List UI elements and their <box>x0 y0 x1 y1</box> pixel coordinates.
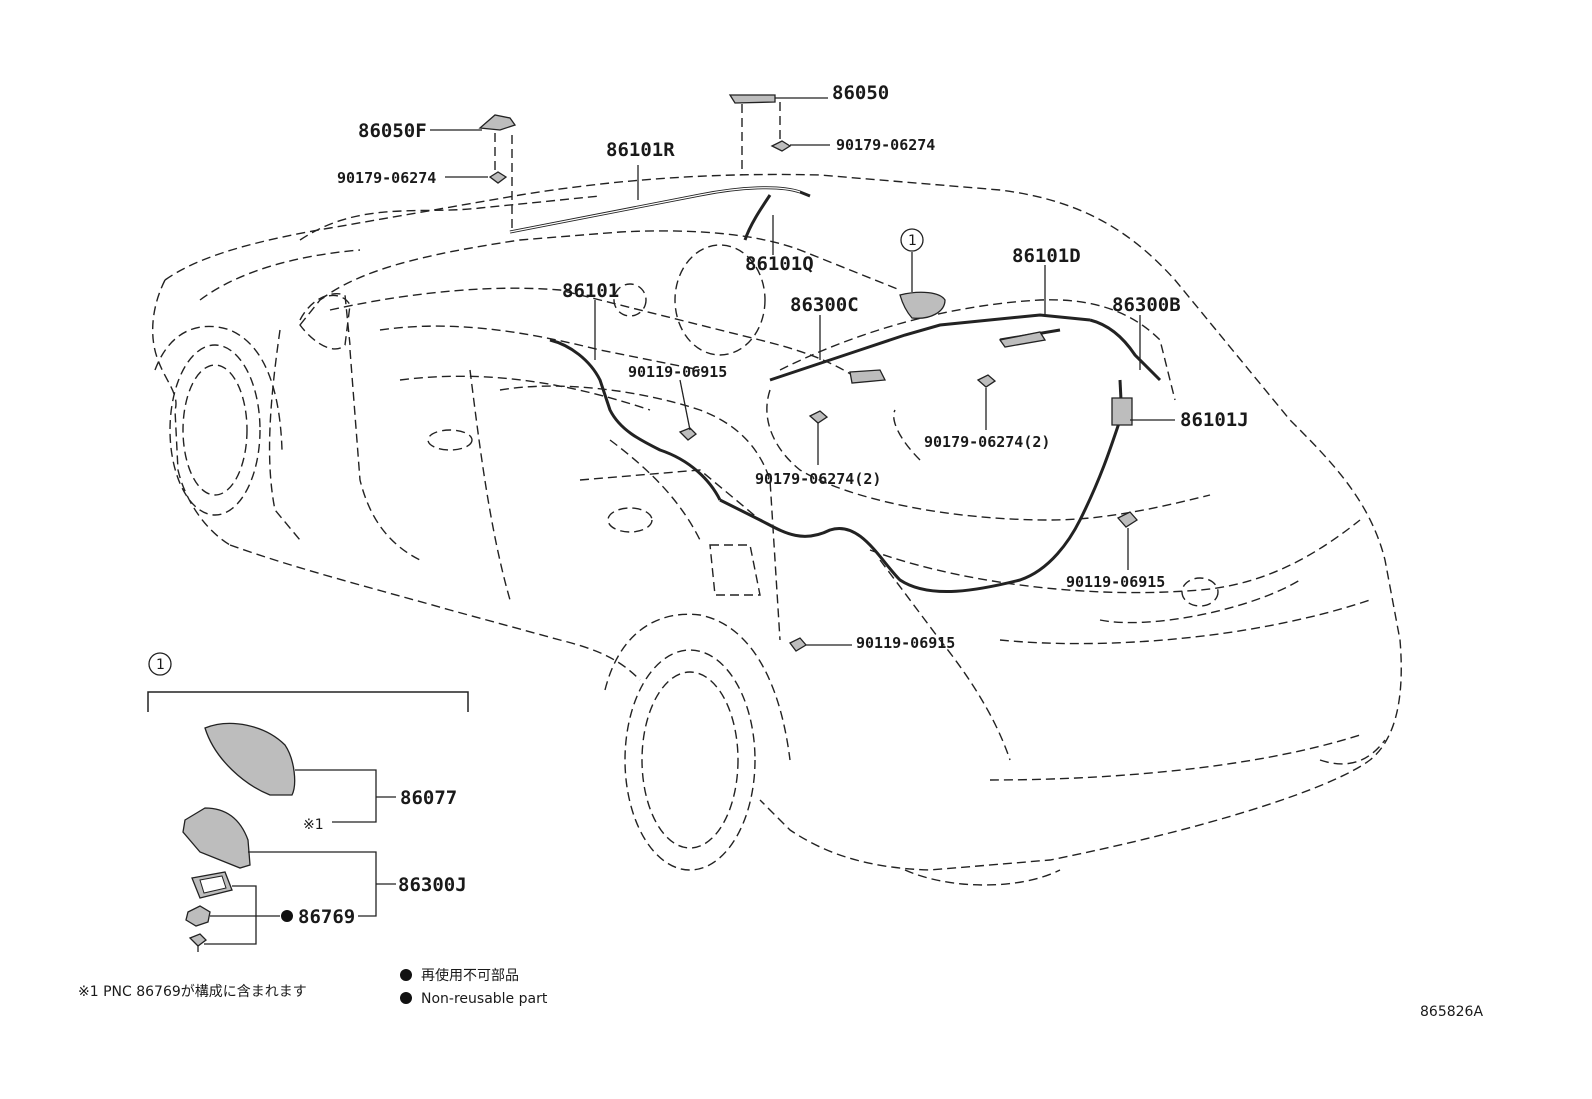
nonreusable-dot-86769 <box>281 910 293 922</box>
label-86101Q: 86101Q <box>745 253 814 275</box>
label-86101J: 86101J <box>1180 409 1249 431</box>
label-90119-right: 90119-06915 <box>1066 573 1165 591</box>
label-86101: 86101 <box>562 280 619 302</box>
label-90179-mid-center: 90179-06274(2) <box>755 470 881 488</box>
legend-nonreusable-en: Non-reusable part <box>421 991 548 1007</box>
label-90119-bottom: 90119-06915 <box>856 634 955 652</box>
ref-number-main: 1 <box>908 233 917 249</box>
label-86077: 86077 <box>400 787 457 809</box>
nut-90179-mid-center <box>808 410 829 424</box>
amplifier-86300C <box>849 369 887 384</box>
nut-90179-top-left <box>488 171 508 184</box>
car-body-outline <box>151 173 1402 886</box>
antenna-86050 <box>728 94 776 104</box>
inset-detail: 1 86077 ※1 86300J 86769 <box>147 652 469 952</box>
bolt-90119-bottom <box>789 637 807 652</box>
label-86050: 86050 <box>832 82 889 104</box>
ref-number-inset: 1 <box>156 657 165 673</box>
nut-86769 <box>185 905 211 927</box>
label-86769: 86769 <box>298 906 355 928</box>
antenna-cover-86077 <box>204 722 296 796</box>
label-90179-mid-right: 90179-06274(2) <box>924 433 1050 451</box>
nut-90179-mid-right <box>976 374 997 388</box>
diagram-id: 865826A <box>1420 1004 1483 1020</box>
label-86101R: 86101R <box>606 139 675 161</box>
bolt-90119-center <box>678 427 697 441</box>
roof-antenna-base <box>899 291 946 319</box>
asterisk-ref-86077: ※1 <box>303 817 324 833</box>
inset-bracket <box>147 691 469 712</box>
amplifier-86300B <box>998 331 1047 348</box>
antenna-cables <box>509 186 1162 594</box>
label-86050F: 86050F <box>358 120 427 142</box>
antenna-assy-86300J <box>182 807 251 869</box>
bolt-90119-right <box>1116 511 1138 528</box>
ref-circle-main <box>900 228 924 252</box>
connector-86101J <box>1111 397 1133 426</box>
legend-dot-jp <box>400 969 412 981</box>
screw <box>188 933 207 947</box>
label-90179-top-left: 90179-06274 <box>337 169 436 187</box>
legend: ※1 PNC 86769が構成に含まれます 再使用不可部品 Non-reusab… <box>78 967 1483 1020</box>
label-86101D: 86101D <box>1012 245 1081 267</box>
leader-lines <box>430 97 1175 646</box>
label-90119-center: 90119-06915 <box>628 363 727 381</box>
label-86300B: 86300B <box>1112 294 1181 316</box>
label-86300C: 86300C <box>790 294 859 316</box>
label-86300J: 86300J <box>398 874 467 896</box>
parts <box>478 94 1138 652</box>
label-90179-top-right: 90179-06274 <box>836 136 935 154</box>
nut-90179-top-right <box>770 140 792 152</box>
ref-circle-inset <box>148 652 172 676</box>
part-labels: 86050F 86050 90179-06274 90179-06274 861… <box>337 82 1249 652</box>
legend-nonreusable-jp: 再使用不可部品 <box>421 967 519 984</box>
antenna-86050F <box>478 114 517 131</box>
legend-dot-en <box>400 992 412 1004</box>
note-asterisk-1: ※1 PNC 86769が構成に含まれます <box>78 984 307 1000</box>
